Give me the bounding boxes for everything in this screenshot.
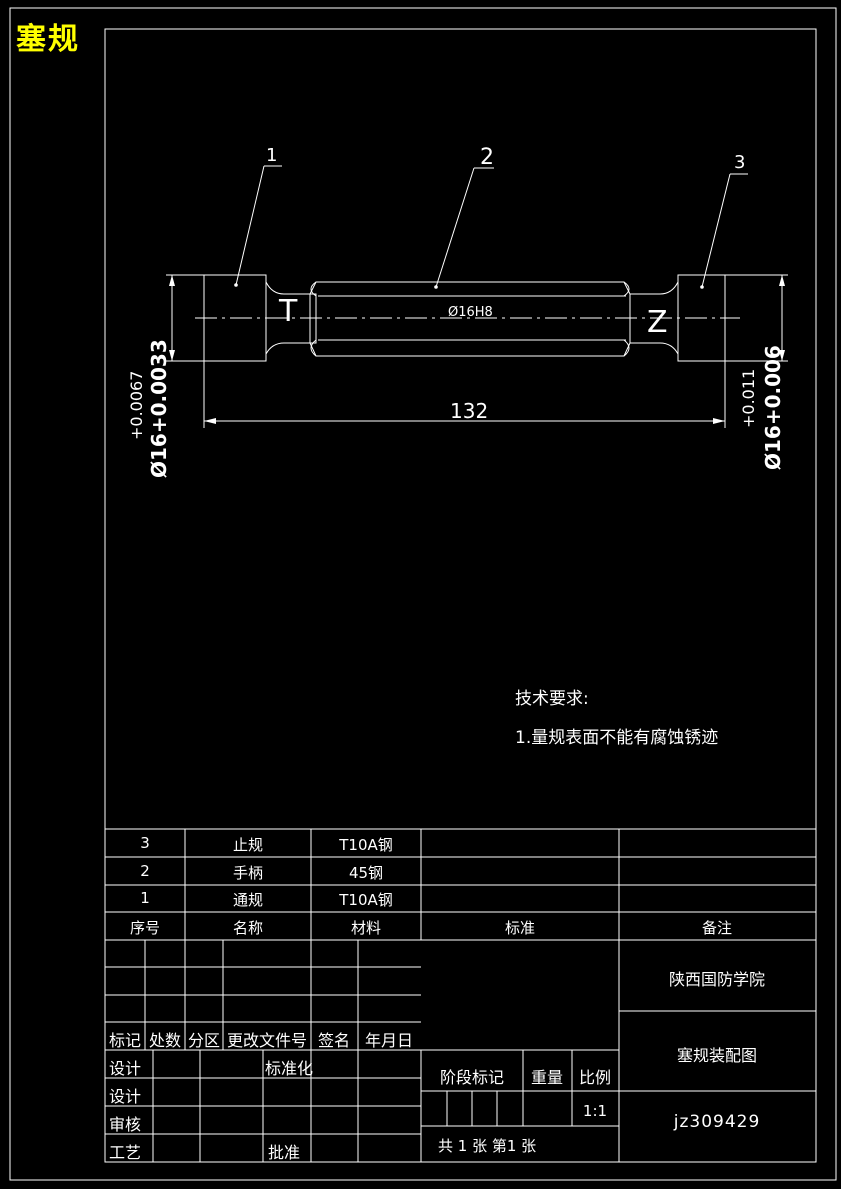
bom-row-no: 3 (140, 834, 150, 852)
right-tol-upper: +0.011 (739, 369, 758, 428)
rev-header-count: 处数 (148, 1031, 182, 1050)
school-name: 陕西国防学院 (668, 970, 766, 989)
rev-header-change-doc: 更改文件号 (226, 1031, 308, 1050)
rev-header-mark: 标记 (108, 1031, 142, 1050)
bom-row-material: 45钢 (348, 864, 384, 882)
process-label: 工艺 (109, 1143, 142, 1162)
bom-header-standard: 标准 (504, 919, 536, 937)
rev-header-date: 年月日 (364, 1031, 414, 1050)
tech-req-heading: 技术要求: (515, 689, 589, 709)
left-diameter: Ø16+0.0033 (147, 339, 171, 478)
title-tag: 塞规 (16, 22, 80, 57)
scale-label: 比例 (578, 1068, 612, 1087)
stage-mark-label: 阶段标记 (439, 1068, 505, 1087)
bom-header-material: 材料 (350, 919, 382, 937)
right-diameter: Ø16+0.006 (761, 345, 785, 470)
bom-row-name: 止规 (232, 836, 264, 854)
title-block-grid (105, 828, 816, 1162)
sheet-count: 共 1 张 第1 张 (438, 1137, 537, 1155)
overall-length: 132 (450, 399, 488, 423)
tech-req-item-1: 1.量规表面不能有腐蚀锈迹 (515, 728, 719, 748)
approve-label: 批准 (268, 1143, 301, 1162)
bom-row-no: 1 (140, 889, 150, 907)
left-tol-upper: +0.0067 (127, 371, 146, 440)
bom-header-no: 序号 (129, 919, 161, 937)
drawing-name: 塞规装配图 (676, 1046, 758, 1065)
design-label-1: 设计 (109, 1059, 142, 1078)
bom-row-name: 通规 (232, 891, 264, 909)
balloon-3: 3 (734, 152, 745, 173)
nogo-end-label: Z (647, 305, 668, 340)
check-label: 审核 (109, 1115, 142, 1134)
inner-frame (104, 28, 817, 1163)
drawing-code: jz309429 (673, 1112, 761, 1132)
standardization-label: 标准化 (265, 1059, 314, 1078)
bom-row-name: 手柄 (232, 864, 264, 882)
weight-label: 重量 (530, 1068, 564, 1087)
bom-row-material: T10A钢 (339, 891, 393, 909)
bom-row-material: T10A钢 (339, 836, 393, 854)
go-end-label: T (278, 294, 298, 329)
scale-value: 1:1 (582, 1102, 608, 1120)
outer-frame (9, 7, 837, 1181)
rev-header-zone: 分区 (187, 1031, 221, 1050)
bom-row-no: 2 (140, 862, 150, 880)
plug-gauge (166, 165, 788, 428)
balloon-2: 2 (480, 145, 494, 170)
design-label-2: 设计 (109, 1087, 142, 1106)
bom-header-name: 名称 (232, 919, 264, 937)
rev-header-signature: 签名 (317, 1031, 351, 1050)
balloon-1: 1 (266, 145, 277, 166)
bom-header-remark: 备注 (701, 919, 733, 937)
bore-label: Ø16H8 (448, 305, 493, 320)
